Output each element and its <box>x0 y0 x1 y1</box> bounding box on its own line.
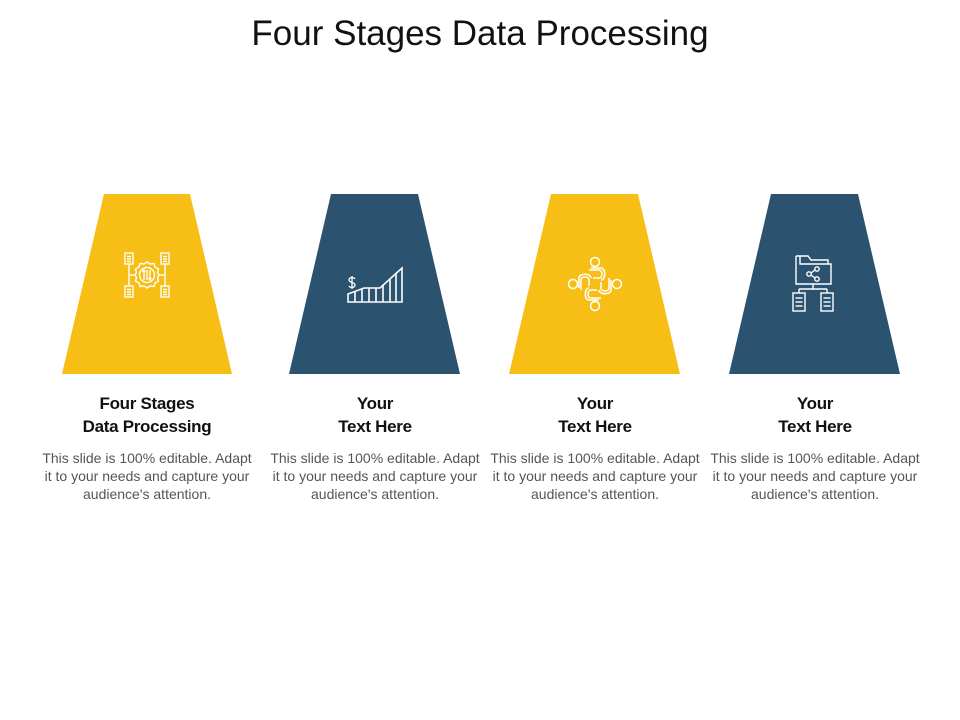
stage-1-description: This slide is 100% editable. Adapt it to… <box>42 450 252 502</box>
stage-2-trapezoid <box>289 194 461 374</box>
stage-4-trapezoid <box>729 194 901 374</box>
stage-2-heading: Your Text Here <box>338 394 412 436</box>
stage-1: Four Stages Data Processing This slide i… <box>42 194 252 534</box>
growth-chart-dollar-icon <box>347 266 403 303</box>
stage-3-trapezoid <box>509 194 681 374</box>
stage-1-heading: Four Stages Data Processing <box>82 394 212 436</box>
page-title: Four Stages Data Processing <box>251 14 709 53</box>
stage-4-heading: Your Text Here <box>778 394 852 436</box>
stage-3-heading: Your Text Here <box>558 394 632 436</box>
stage-1-trapezoid <box>61 194 233 374</box>
stage-4-description: This slide is 100% editable. Adapt it to… <box>710 450 920 502</box>
shared-folder-network-icon <box>792 255 834 312</box>
stage-4: Your Text Here This slide is 100% editab… <box>710 194 920 534</box>
stage-3: Your Text Here This slide is 100% editab… <box>490 194 700 534</box>
data-processing-gear-icon <box>124 252 170 298</box>
team-collaboration-icon <box>567 256 623 312</box>
stage-2-description: This slide is 100% editable. Adapt it to… <box>270 450 480 502</box>
stage-3-description: This slide is 100% editable. Adapt it to… <box>490 450 700 502</box>
stage-2: Your Text Here This slide is 100% editab… <box>270 194 480 534</box>
